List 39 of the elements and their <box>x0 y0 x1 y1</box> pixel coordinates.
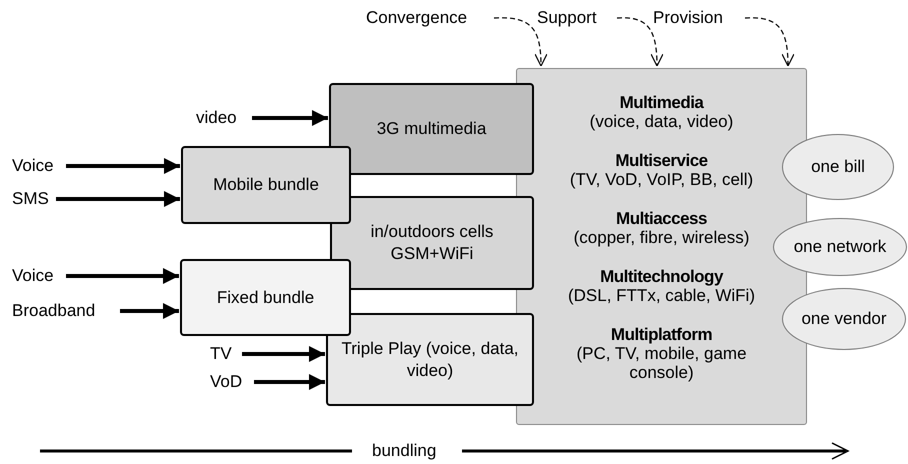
feature-heading: Multiaccess <box>616 209 707 228</box>
process-box: in/outdoors cells GSM+WiFi <box>330 196 534 290</box>
arrow <box>616 17 664 67</box>
arrow <box>744 17 794 67</box>
feature-description: (PC, TV, mobile, game console) <box>575 344 748 382</box>
input-label: Convergence <box>366 8 490 28</box>
feature-heading: Multimedia <box>620 93 704 112</box>
arrow <box>56 191 180 207</box>
arrow <box>242 346 325 362</box>
feature-description: (DSL, FTTx, cable, WiFi) <box>568 286 755 305</box>
input-label: Broadband <box>12 301 116 321</box>
process-box: 3G multimedia <box>329 83 534 175</box>
process-box: Fixed bundle <box>180 259 351 336</box>
feature-description: (TV, VoD, VoIP, BB, cell) <box>570 170 754 189</box>
input-label: SMS <box>12 189 52 209</box>
input-label: video <box>196 108 248 128</box>
feature-description: (voice, data, video) <box>590 112 734 131</box>
arrow <box>66 158 180 174</box>
input-label: Voice <box>12 156 62 176</box>
arrow <box>66 268 179 284</box>
benefit-ellipse: one network <box>773 218 907 276</box>
process-box: Triple Play (voice, data, video) <box>326 313 534 406</box>
feature-heading: Multiplatform <box>610 325 712 344</box>
process-box: Mobile bundle <box>181 146 351 224</box>
feature-description: (copper, fibre, wireless) <box>574 228 750 247</box>
feature-heading: Multitechnology <box>600 267 723 286</box>
input-label: TV <box>210 344 238 364</box>
feature-heading: Multiservice <box>615 151 708 170</box>
input-label: Support <box>537 8 613 28</box>
input-label: Voice <box>12 266 62 286</box>
input-label: VoD <box>210 372 250 392</box>
axis-label: bundling <box>372 441 436 461</box>
arrow <box>254 374 325 390</box>
arrow <box>252 110 328 126</box>
arrow <box>120 303 179 319</box>
benefit-ellipse: one bill <box>782 134 894 200</box>
benefit-ellipse: one vendor <box>782 288 906 350</box>
arrow <box>494 17 548 67</box>
input-label: Provision <box>653 8 741 28</box>
